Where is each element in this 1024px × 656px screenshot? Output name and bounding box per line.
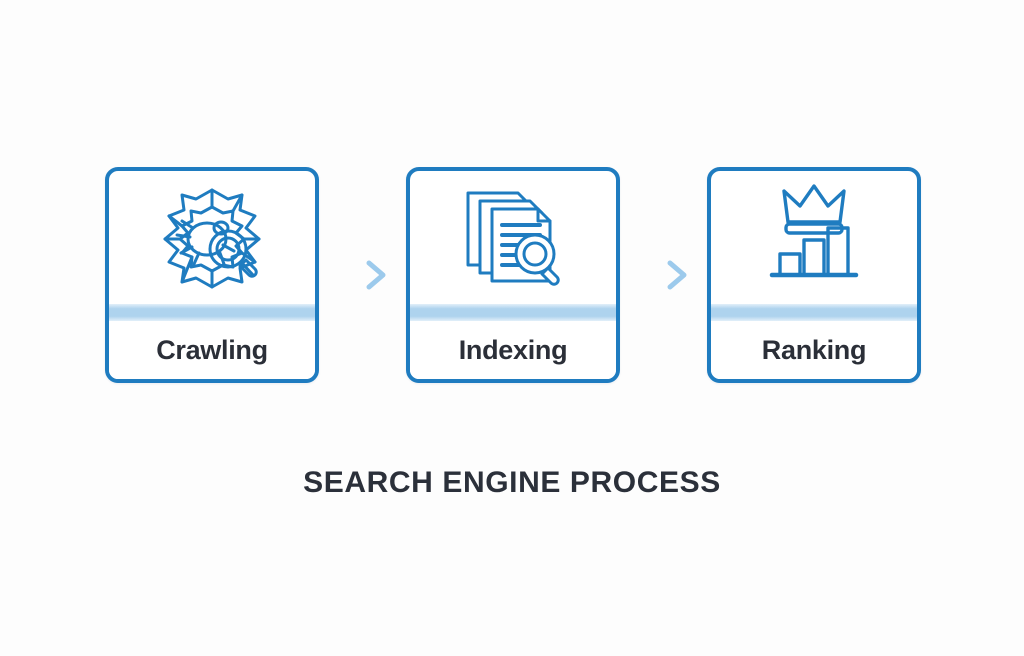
step-label-area-ranking: Ranking	[711, 321, 917, 379]
step-label-area-indexing: Indexing	[410, 321, 616, 379]
arrow-right-icon	[635, 258, 693, 292]
flow-connector-arrow-2	[633, 253, 695, 297]
page-title: SEARCH ENGINE PROCESS	[303, 466, 721, 499]
step-divider-stripe	[109, 304, 315, 321]
step-icon-area-indexing	[410, 171, 616, 304]
step-card-crawling[interactable]: Crawling	[105, 167, 319, 383]
step-label-area-crawling: Crawling	[109, 321, 315, 379]
step-card-ranking[interactable]: Ranking	[707, 167, 921, 383]
spider-web-magnifier-icon	[156, 183, 268, 293]
step-divider-stripe	[410, 304, 616, 321]
step-divider-stripe	[711, 304, 917, 321]
step-label-indexing: Indexing	[458, 334, 568, 365]
step-label-crawling: Crawling	[156, 334, 268, 365]
crown-bar-chart-icon	[762, 182, 866, 294]
flow-connector-arrow-1	[332, 253, 394, 297]
step-icon-area-ranking	[711, 171, 917, 304]
arrow-right-icon	[334, 258, 392, 292]
step-card-indexing[interactable]: Indexing	[406, 167, 620, 383]
stacked-documents-magnifier-icon	[460, 183, 566, 293]
process-flow-row: Crawling	[105, 167, 921, 383]
step-icon-area-crawling	[109, 171, 315, 304]
step-label-ranking: Ranking	[761, 334, 867, 365]
